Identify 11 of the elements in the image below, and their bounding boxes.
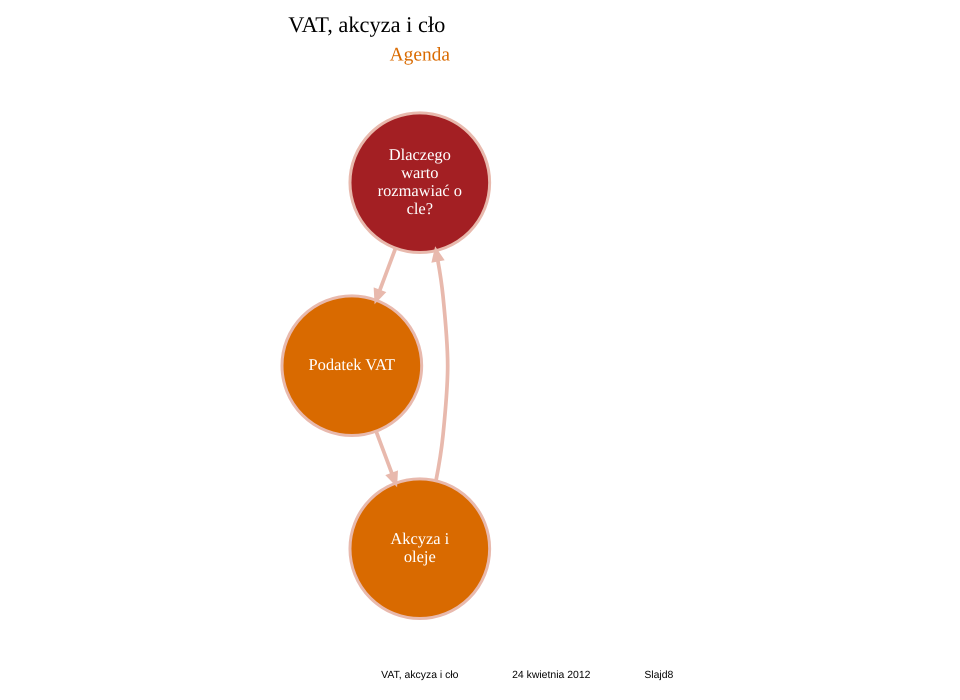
node-circle: Dlaczego warto rozmawiać o cle? xyxy=(348,111,491,254)
arrow xyxy=(430,246,450,481)
node-circle: Akcyza i oleje xyxy=(348,477,491,620)
arrow xyxy=(374,430,398,488)
node-circle: Podatek VAT xyxy=(280,294,423,438)
label: Slajd8 xyxy=(644,670,673,682)
label: VAT, akcyza i cło xyxy=(380,670,458,682)
label: Agenda xyxy=(389,44,450,66)
label: 24 kwietnia 2012 xyxy=(512,670,590,682)
diagram-title: VAT, akcyza i cło xyxy=(288,12,445,38)
arrow xyxy=(373,248,397,304)
